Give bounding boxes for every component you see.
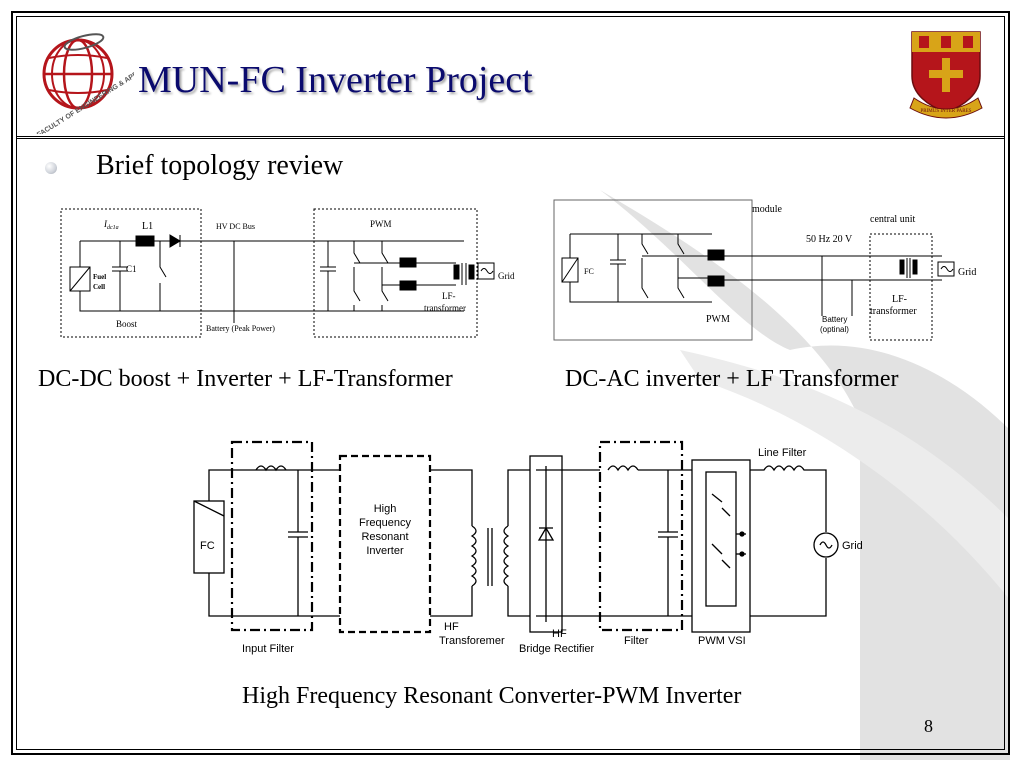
d3-line-filter-label: Line Filter [758,447,807,459]
globe-icon [42,33,114,110]
d1-cell-label: Cell [93,283,105,291]
engineering-globe-logo: FACULTY OF ENGINEERING & APPLIED SCIENCE [36,33,134,134]
d1-lf-label-2: transformer [424,303,466,313]
caption-diagram-3: High Frequency Resonant Converter-PWM In… [242,683,742,709]
slide-frame-inner [16,16,1005,750]
d3-filter-label: Filter [624,635,649,647]
d1-grid-label: Grid [498,271,515,281]
d2-battery-label-1: Battery [822,315,847,324]
d3-fc-label: FC [200,540,215,552]
slide-frame-outer [11,11,1010,755]
d3-pwm-vsi-label: PWM VSI [698,635,746,647]
d3-rect-2: Bridge Rectifier [519,643,595,655]
d2-central-label: central unit [870,214,915,225]
bullet-icon [45,162,57,174]
diagram-dcac-inverter: module central unit 50 Hz 20 V FC PWM Ba… [553,199,976,341]
caption-diagram-2: DC-AC inverter + LF Transformer [565,366,899,392]
d2-pwm-label: PWM [706,314,730,325]
d1-battery-label: Battery (Peak Power) [206,324,275,333]
d3-hf-tr-2: Transforemer [439,635,505,647]
d1-c1-label: C1 [126,264,137,274]
d2-grid-label: Grid [958,267,976,278]
d2-lf-label-1: LF- [892,294,907,305]
d1-l1-label: L1 [142,221,153,232]
d3-input-filter-label: Input Filter [242,643,294,655]
d1-pwm-label: PWM [370,219,392,229]
d2-fc-label: FC [584,267,594,276]
crest-icon [909,31,983,119]
crest-motto: PRIMUS INTER PARES [921,109,972,114]
d3-hf-inv-2: Frequency [359,517,411,529]
d2-battery-label-2: (optinal) [820,325,849,334]
slide-title: MUN-FC Inverter Project [138,59,533,101]
page-number: 8 [924,716,933,736]
d1-fuel-label: Fuel [93,273,106,281]
d2-freq-label: 50 Hz 20 V [806,234,853,245]
bullet-text: Brief topology review [96,150,344,181]
title-divider [16,136,1005,139]
d1-hvdc-label: HV DC Bus [216,222,255,231]
d3-grid-label: Grid [842,540,863,552]
d2-lf-label-2: transformer [870,306,917,317]
d1-lf-label-1: LF- [442,291,456,301]
d1-boost-label: Boost [116,319,138,329]
diagram-dcdc-boost: Idc1a L1 HV DC Bus PWM C1 Fuel Cell Boos… [60,208,515,338]
d2-module-label: module [752,204,783,215]
d1-current-label: Idc1a [103,219,119,231]
d3-hf-tr-1: HF [444,621,459,633]
diagram-hf-resonant: FC High Frequency Resonant Inverter Line… [193,440,863,655]
d3-hf-inv-1: High [374,503,397,515]
d3-rect-1: HF [552,628,567,640]
d3-hf-inv-3: Resonant [361,531,408,543]
university-crest-logo: PRIMUS INTER PARES [909,31,983,119]
caption-diagram-1: DC-DC boost + Inverter + LF-Transformer [38,366,453,392]
d3-hf-inv-4: Inverter [366,545,404,557]
